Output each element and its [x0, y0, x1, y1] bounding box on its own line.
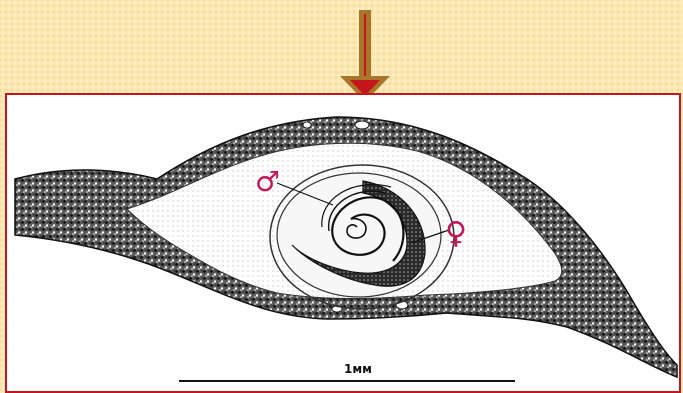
male-symbol-icon: ♂	[255, 165, 280, 198]
trichinella-cyst-diagram: ♂ ♀	[7, 95, 681, 393]
female-symbol-icon: ♀	[445, 216, 467, 251]
svg-text:♂: ♂	[255, 165, 280, 198]
arrow-down-icon	[330, 6, 400, 104]
figure-frame: ♂ ♀ 1мм	[5, 93, 681, 393]
svg-text:♀: ♀	[445, 216, 467, 251]
scale-label: 1мм	[333, 362, 383, 376]
